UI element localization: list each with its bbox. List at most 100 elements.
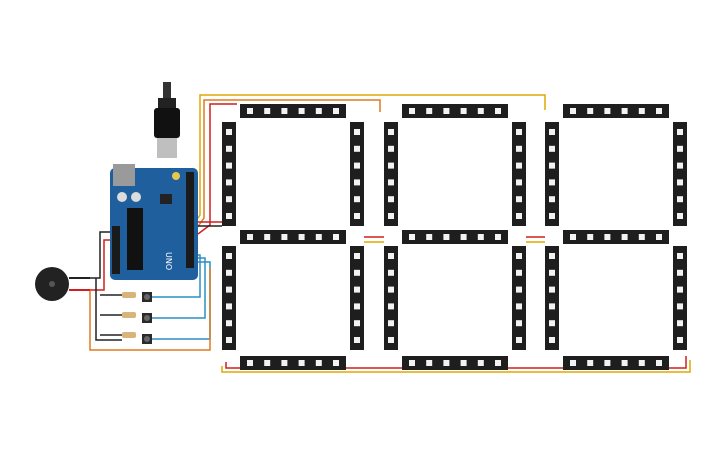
digit-3-segment-b	[673, 122, 687, 226]
led-pixel	[388, 213, 394, 219]
digit-1-segment-e	[222, 246, 236, 350]
led-pixel	[549, 162, 555, 169]
digit-3-segment-d	[563, 356, 669, 370]
usb-port	[113, 164, 135, 186]
digit-3-segment-e	[545, 246, 559, 350]
led-pixel	[516, 303, 522, 310]
led-pixel	[549, 303, 555, 310]
led-pixel	[516, 320, 522, 327]
led-pixel	[333, 108, 339, 114]
led-pixel	[298, 234, 305, 240]
ground-rail	[95, 278, 122, 341]
led-pixel	[516, 196, 522, 203]
digit-1-segment-a	[240, 104, 346, 118]
microcontroller-chip	[127, 208, 143, 270]
led-pixel	[460, 360, 467, 366]
led-pixel	[226, 145, 232, 152]
buzzer-ground-wire	[90, 231, 110, 279]
button-1-signal	[152, 254, 201, 298]
led-pixel	[604, 108, 611, 114]
led-pixel	[315, 234, 322, 240]
led-pixel	[549, 337, 555, 343]
digit-1-segment-f	[222, 122, 236, 226]
button-2-signal	[152, 257, 206, 319]
led-pixel	[516, 286, 522, 293]
led-pixel	[247, 234, 253, 240]
led-pixel	[226, 253, 232, 259]
led-pixel	[354, 129, 360, 135]
led-pixel	[638, 234, 645, 240]
led-pixel	[549, 320, 555, 327]
arduino-uno-board[interactable]: UNO	[110, 164, 198, 280]
led-pixel	[388, 196, 394, 203]
led-pixel	[388, 286, 394, 293]
led-pixel	[226, 162, 232, 169]
digit-3-segment-c	[673, 246, 687, 350]
led-pixel	[388, 269, 394, 276]
push-button-1[interactable]	[142, 292, 152, 302]
resistor-3[interactable]	[122, 332, 136, 338]
digit-2-segment-a	[402, 104, 508, 118]
digit-2-segment-g	[402, 230, 508, 244]
led-pixel	[354, 253, 360, 259]
led-pixel	[333, 360, 339, 366]
led-pixel	[354, 196, 360, 203]
digit-1-segment-b	[350, 122, 364, 226]
led-pixel	[226, 129, 232, 135]
led-pixel	[621, 234, 628, 240]
led-pixel	[281, 360, 288, 366]
led-pixel	[388, 303, 394, 310]
led-pixel	[226, 196, 232, 203]
led-pixel	[638, 108, 645, 114]
led-pixel	[226, 286, 232, 293]
push-button-2[interactable]	[142, 313, 152, 323]
led-pixel	[354, 179, 360, 186]
digit-1-segment-d	[240, 356, 346, 370]
led-pixel	[247, 360, 253, 366]
dc-power-plug[interactable]	[154, 82, 180, 158]
led-pixel	[354, 269, 360, 276]
board-label: UNO	[164, 252, 173, 270]
led-pixel	[388, 179, 394, 186]
digit-3-segment-f	[545, 122, 559, 226]
led-pixel	[409, 360, 415, 366]
led-pixel	[443, 360, 450, 366]
led-pixel	[516, 145, 522, 152]
led-pixel	[426, 234, 433, 240]
digit-2-segment-c	[512, 246, 526, 350]
led-pixel	[516, 162, 522, 169]
digit-2-segment-f	[384, 122, 398, 226]
push-button-3[interactable]	[142, 334, 152, 344]
led-pixel	[495, 360, 501, 366]
led-pixel	[549, 196, 555, 203]
led-pixel	[426, 108, 433, 114]
buzzer[interactable]	[35, 267, 90, 301]
led-pixel	[677, 269, 683, 276]
led-pixel	[570, 234, 576, 240]
digit-2-segment-d	[402, 356, 508, 370]
led-pixel	[549, 269, 555, 276]
led-pixel	[677, 320, 683, 327]
led-pixel	[587, 360, 594, 366]
led-pixel	[549, 145, 555, 152]
led-pixel	[549, 179, 555, 186]
led-pixel	[354, 145, 360, 152]
led-pixel	[621, 360, 628, 366]
digit-1-segment-g	[240, 230, 346, 244]
resistor-1[interactable]	[122, 292, 136, 298]
led-pixel	[677, 286, 683, 293]
led-pixel	[677, 179, 683, 186]
resistor-2[interactable]	[122, 312, 136, 318]
led-pixel	[298, 360, 305, 366]
led-pixel	[549, 253, 555, 259]
led-pixel	[477, 360, 484, 366]
led-pixel	[656, 108, 662, 114]
led-pixel	[226, 337, 232, 343]
led-pixel	[677, 337, 683, 343]
led-pixel	[388, 129, 394, 135]
led-pixel	[226, 179, 232, 186]
led-pixel	[656, 234, 662, 240]
led-pixel	[226, 303, 232, 310]
led-pixel	[264, 234, 271, 240]
